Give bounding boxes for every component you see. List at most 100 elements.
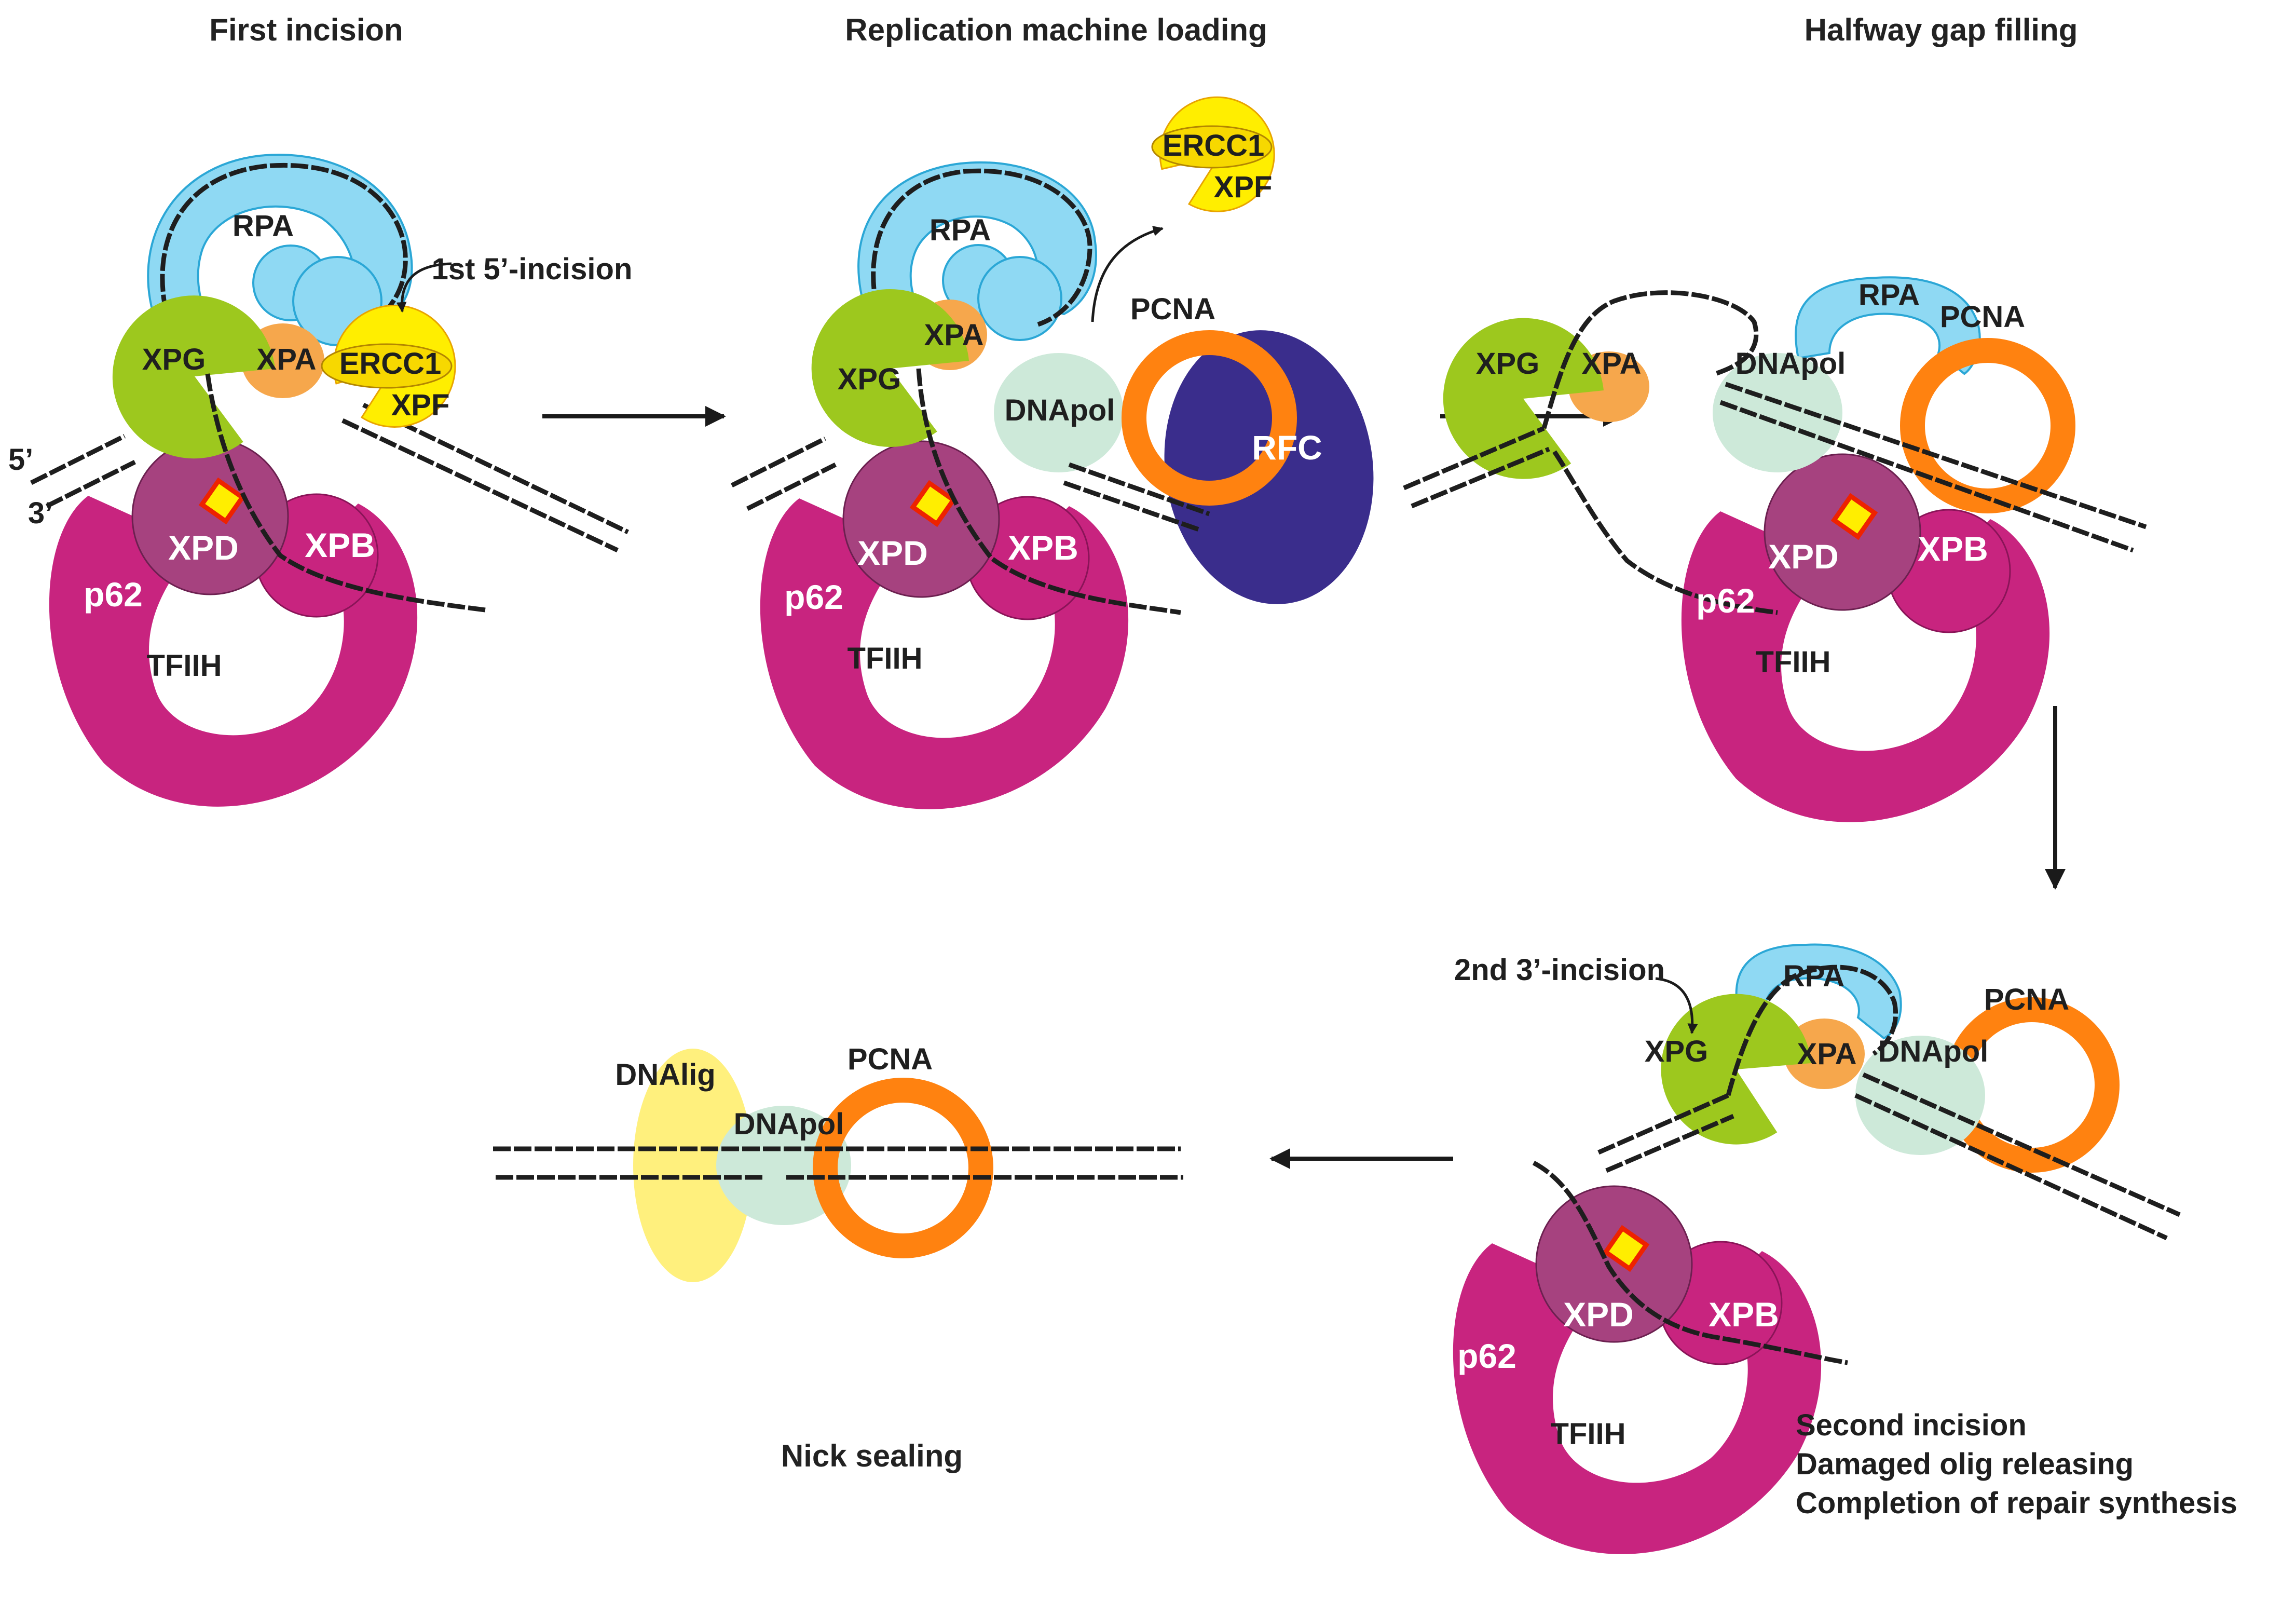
tfiih-complex xyxy=(49,439,417,807)
xpg-protein xyxy=(112,295,275,459)
xpg-label: XPG xyxy=(142,343,206,376)
dna-lesion-strand xyxy=(1552,450,1778,615)
tfiih-label: TFIIH xyxy=(1756,645,1831,679)
dnapol-protein xyxy=(1713,353,1842,472)
first-incision-annotation: 1st 5’-incision xyxy=(432,252,633,286)
xpb-label: XPB xyxy=(1709,1295,1779,1334)
dna-duplex-3 xyxy=(1411,446,1550,509)
ssdna-bound xyxy=(160,163,408,335)
incision-pointer xyxy=(1655,977,1698,1034)
xpg-label: XPG xyxy=(1476,347,1540,381)
xpd-label: XPD xyxy=(168,528,239,567)
xpb-label: XPB xyxy=(1008,528,1078,567)
ssdna-bound xyxy=(871,168,1092,331)
xpa-label: XPA xyxy=(1797,1037,1857,1071)
second-incision-annotation: 2nd 3’-incision xyxy=(1454,953,1665,987)
rpa-domain-b xyxy=(977,256,1062,341)
ercc1-protein xyxy=(1151,125,1273,169)
xpd-label: XPD xyxy=(1563,1295,1634,1334)
dna-duplex-3 xyxy=(746,462,837,511)
excised-oligo xyxy=(1532,1161,1848,1365)
caption-line-1: Second incision xyxy=(1796,1408,2027,1442)
xpg-protein xyxy=(1443,318,1604,479)
caption-line-3: Completion of repair synthesis xyxy=(1796,1486,2237,1520)
rpa-label: RPA xyxy=(233,209,294,243)
panel-halfway-gap: RPA XPG XPA DNApol PCNA XPD XPB p62 TFII… xyxy=(1403,276,2147,822)
xpa-label: XPA xyxy=(924,318,984,352)
xpa-protein xyxy=(1784,1019,1865,1089)
dna-duplex-right-b xyxy=(1063,480,1200,532)
dnapol-protein xyxy=(994,353,1124,472)
rpa-protein xyxy=(857,161,1097,321)
tfiih-complex xyxy=(760,441,1128,809)
dna-duplex-5 xyxy=(730,436,827,488)
dna-duplex-3 xyxy=(45,459,136,509)
ercc1-label: ERCC1 xyxy=(1163,129,1265,162)
title-replication-loading: Replication machine loading xyxy=(845,12,1267,47)
ercc1-protein xyxy=(321,343,453,389)
dna-lesion-strand xyxy=(205,373,486,613)
released-ercc1-xpf xyxy=(1151,96,1275,212)
xpb-label: XPB xyxy=(1918,530,1988,568)
dnapol-label: DNApol xyxy=(1735,347,1846,381)
incision-pointer xyxy=(396,262,452,313)
dna-lesion-strand xyxy=(916,368,1181,615)
caption-line-2: Damaged olig releasing xyxy=(1796,1447,2134,1481)
title-nick-sealing: Nick sealing xyxy=(781,1438,963,1473)
dna-duplex-right-b xyxy=(341,418,619,553)
three-prime-label: 3’ xyxy=(28,496,53,530)
rpa-label: RPA xyxy=(1858,278,1920,312)
pcna-clamp xyxy=(1900,338,2075,513)
xpf-label: XPF xyxy=(1214,170,1273,204)
tfiih-label: TFIIH xyxy=(1551,1417,1626,1451)
pcna-label: PCNA xyxy=(1130,292,1215,326)
panel-replication-loading: RPA XPG XPA DNApol PCNA RFC ERCC1 XPF XP… xyxy=(730,96,1374,809)
five-prime-label: 5’ xyxy=(8,443,33,477)
panel-nick-sealing: DNAlig DNApol PCNA xyxy=(493,1042,1183,1282)
xpd-label: XPD xyxy=(1768,537,1839,576)
dnapol-label: DNApol xyxy=(734,1107,844,1141)
title-first-incision: First incision xyxy=(209,12,403,47)
xpg-label: XPG xyxy=(1645,1035,1709,1068)
xpa-label: XPA xyxy=(1582,347,1642,381)
tfiih-label: TFIIH xyxy=(848,642,923,675)
dna-duplex-5 xyxy=(1403,426,1545,491)
p62-label: p62 xyxy=(1696,581,1755,620)
dna-duplex-right-b xyxy=(1719,400,2134,553)
dnalig-protein xyxy=(633,1049,753,1282)
xpg-label: XPG xyxy=(838,362,901,396)
dnapol-label: DNApol xyxy=(1005,393,1115,427)
panel-second-incision: RPA XPG XPA DNApol PCNA 2nd 3’-incision … xyxy=(1453,943,2237,1554)
rpa-protein xyxy=(1735,943,1902,1040)
pcna-clamp xyxy=(813,1078,993,1258)
rpa-label: RPA xyxy=(1783,959,1844,993)
release-arrow xyxy=(1091,226,1164,322)
p62-label: p62 xyxy=(84,575,143,614)
ssdna-bound xyxy=(1541,290,1759,429)
dna-duplex-5 xyxy=(1597,1093,1729,1155)
dna-duplex-right-a xyxy=(1725,382,2147,530)
panel-first-incision: RPA XPG XPA ERCC1 XPF XPD XPB p62 TFIIH … xyxy=(8,154,633,807)
xpg-protein xyxy=(811,289,969,447)
pcna-label: PCNA xyxy=(848,1042,933,1076)
dna-duplex-5 xyxy=(30,433,126,485)
dnapol-protein xyxy=(1855,1036,1985,1155)
pcna-label: PCNA xyxy=(1984,983,2069,1016)
xpb-label: XPB xyxy=(305,526,375,564)
title-halfway-gap: Halfway gap filling xyxy=(1805,12,2078,47)
ssdna-bound xyxy=(1726,965,1898,1096)
pcna-clamp xyxy=(1122,330,1297,506)
dna-duplex-right-a xyxy=(1068,462,1210,517)
dna-duplex-right-a xyxy=(1862,1072,2181,1217)
xpf-label: XPF xyxy=(391,388,450,422)
ercc1-label: ERCC1 xyxy=(339,347,442,381)
rfc-label: RFC xyxy=(1252,428,1322,467)
xpa-label: XPA xyxy=(257,343,317,376)
dna-duplex-3 xyxy=(1605,1114,1734,1173)
p62-label: p62 xyxy=(784,578,843,616)
p62-label: p62 xyxy=(1457,1337,1516,1375)
dnapol-label: DNApol xyxy=(1878,1035,1989,1068)
xpd-label: XPD xyxy=(857,534,928,572)
pcna-label: PCNA xyxy=(1940,300,2025,334)
